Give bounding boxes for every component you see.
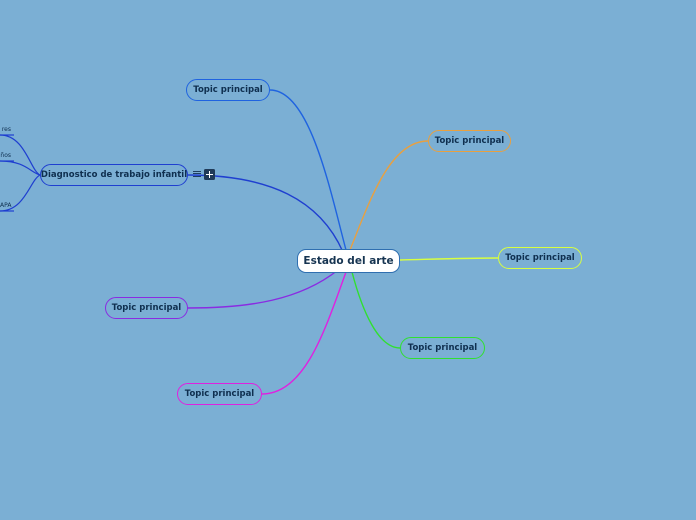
connector-leaf-1 xyxy=(0,134,41,176)
connector-leaf-3 xyxy=(0,174,41,212)
topic-node-diagnostico[interactable]: Diagnostico de trabajo infantil xyxy=(40,164,188,186)
connector-topic-bottom-left xyxy=(261,271,347,395)
topic-node-top-right[interactable]: Topic principal xyxy=(428,130,511,152)
root-node[interactable]: Estado del arte xyxy=(297,249,400,273)
leaf-label-1[interactable]: res xyxy=(1,126,11,133)
connector-topic-bottom-right xyxy=(351,271,401,349)
topic-node-mid-right[interactable]: Topic principal xyxy=(498,247,582,269)
connector-topic-top-left xyxy=(269,89,347,251)
connector-topic-mid-left xyxy=(187,269,339,309)
connector-topic-top-right xyxy=(349,140,429,251)
leaf-label-3[interactable]: APA xyxy=(0,202,12,209)
connector-diagnostico xyxy=(187,174,344,253)
topic-node-top-left[interactable]: Topic principal xyxy=(186,79,270,101)
leaf-label-2[interactable]: ños xyxy=(0,152,11,159)
connector-topic-mid-right xyxy=(399,257,499,261)
topic-node-bottom-right[interactable]: Topic principal xyxy=(400,337,485,359)
topic-node-bottom-left[interactable]: Topic principal xyxy=(177,383,262,405)
topic-node-mid-left[interactable]: Topic principal xyxy=(105,297,188,319)
notes-icon[interactable] xyxy=(193,169,201,178)
expand-icon[interactable] xyxy=(204,169,215,180)
